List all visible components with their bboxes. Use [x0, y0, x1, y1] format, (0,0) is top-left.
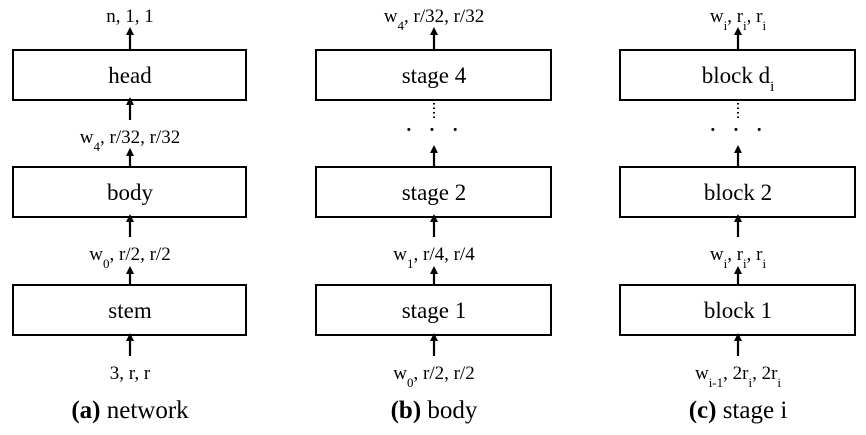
body-output-dims: w4, r/32, r/32	[80, 127, 180, 154]
network-output-dims: n, 1, 1	[106, 6, 154, 27]
stage-1-output-dims: w1, r/4, r/4	[393, 244, 475, 271]
stage-1-box	[315, 284, 552, 336]
block-2-label: block 2	[704, 180, 772, 205]
body-input-dims: w0, r/2, r/2	[393, 363, 474, 390]
stem-output-dims: w0, r/2, r/2	[89, 244, 170, 271]
caption-stage-i: (c) stage i	[689, 397, 788, 424]
body-final-dims: w4, r/32, r/32	[384, 6, 484, 33]
panel-body: w4, r/32, r/32 stage 4 · · · stage 2 w1,…	[315, 6, 552, 424]
ellipsis: · · ·	[405, 115, 464, 144]
stage-4-label: stage 4	[402, 63, 467, 88]
stage-2-label: stage 2	[402, 180, 467, 205]
panel-stage-i: wi, ri, ri block di · · · block 2 wi, ri…	[619, 6, 856, 424]
caption-network: (a) network	[71, 397, 189, 424]
stage-input-dims: wi-1, 2ri, 2ri	[695, 363, 781, 390]
block-di-box	[619, 49, 856, 101]
block-1-output-dims: wi, ri, ri	[710, 244, 767, 271]
caption-body: (b) body	[391, 397, 478, 424]
block-1-box	[619, 284, 856, 336]
body-label: body	[107, 180, 154, 205]
stage-4-box	[315, 49, 552, 101]
block-1-label: block 1	[704, 298, 772, 323]
block-di-label: block di	[702, 63, 775, 95]
head-label: head	[108, 63, 152, 88]
stage-1-label: stage 1	[402, 298, 467, 323]
network-input-dims: 3, r, r	[110, 363, 151, 384]
body-box	[12, 166, 247, 218]
stage-output-dims: wi, ri, ri	[710, 6, 767, 33]
stage-2-box	[315, 166, 552, 218]
ellipsis: · · ·	[709, 115, 768, 144]
stem-label: stem	[108, 298, 152, 323]
panel-network: n, 1, 1 head w4, r/32, r/32 body w0, r/2…	[12, 6, 247, 424]
stem-box	[12, 284, 247, 336]
block-2-box	[619, 166, 856, 218]
